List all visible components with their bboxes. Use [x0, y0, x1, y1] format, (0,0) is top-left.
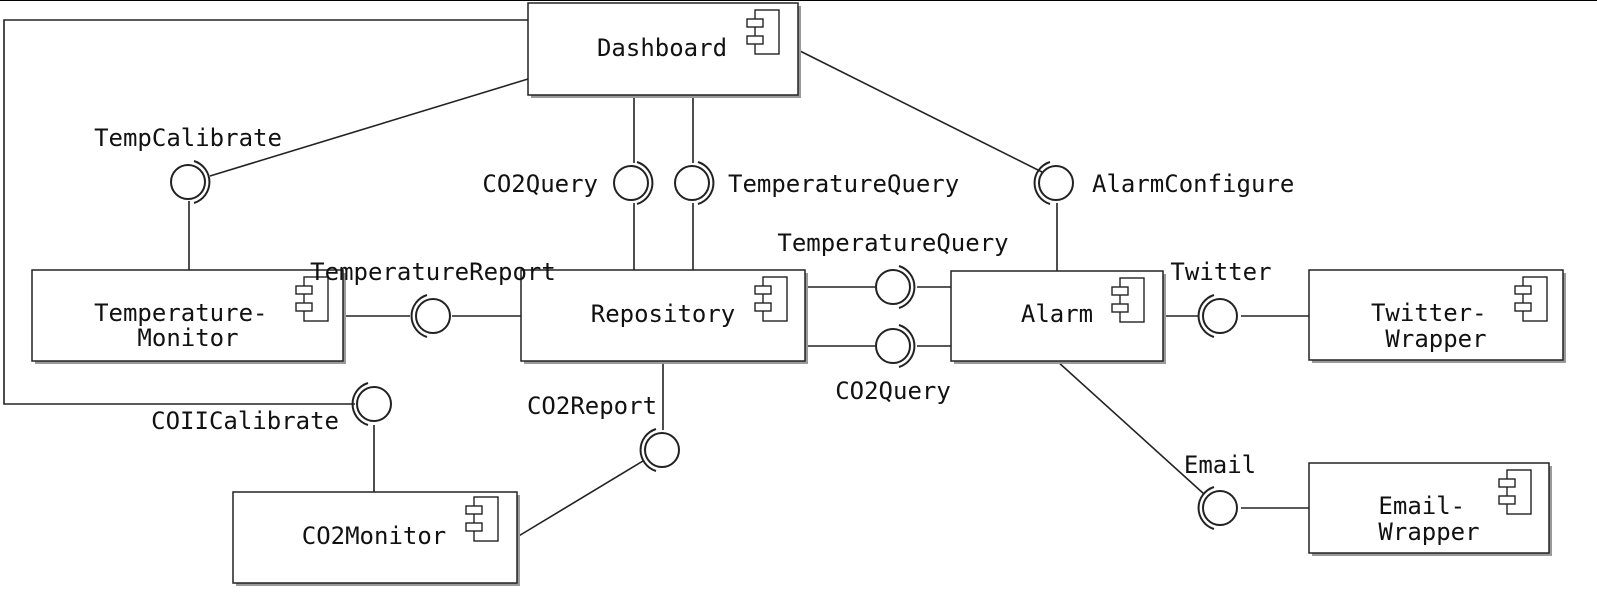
component-temperature-monitor-label: Temperature- Monitor — [94, 299, 282, 352]
temperature-query-alarm-interface — [875, 265, 916, 309]
label-co2-query-dashboard: CO2Query — [482, 170, 598, 198]
label-email: Email — [1184, 451, 1256, 479]
label-alarm-configure: AlarmConfigure — [1092, 170, 1294, 198]
temperature-report-interface — [410, 294, 451, 338]
component-icon — [754, 276, 788, 322]
label-twitter: Twitter — [1170, 258, 1271, 286]
label-co2-query-alarm: CO2Query — [835, 377, 951, 405]
label-line-1: Temperature- — [94, 299, 267, 327]
component-icon — [465, 496, 499, 542]
alarm-configure-interface — [1033, 161, 1074, 205]
label-coii-calibrate: COIICalibrate — [151, 407, 339, 435]
label-co2-report: CO2Report — [527, 392, 657, 420]
temperature-query-dashboard-interface — [674, 161, 715, 205]
label-temperature-query-alarm: TemperatureQuery — [777, 229, 1008, 257]
label-line-2: Monitor — [137, 324, 238, 352]
edge-dashboard-coiicalibrate — [3, 19, 528, 405]
component-alarm[interactable]: Alarm — [950, 270, 1166, 364]
edge-dashboard-alarmconfigure — [797, 49, 1043, 173]
component-co2-monitor-label: CO2Monitor — [302, 522, 447, 550]
edge-co2report-co2monitor — [516, 460, 644, 538]
edge-dashboard-tempcalibrate — [209, 78, 529, 177]
label-line-2: Wrapper — [1378, 518, 1479, 546]
label-temperature-report: TemperatureReport — [310, 258, 556, 286]
component-twitter-wrapper[interactable]: Twitter- Wrapper — [1308, 269, 1566, 363]
label-temp-calibrate: TempCalibrate — [94, 124, 282, 152]
component-repository[interactable]: Repository — [520, 269, 808, 364]
label-temperature-query-dashboard: TemperatureQuery — [728, 170, 959, 198]
component-icon — [295, 276, 329, 322]
temp-calibrate-interface — [170, 160, 211, 204]
component-temperature-monitor[interactable]: Temperature- Monitor — [31, 269, 346, 364]
top-border — [0, 0, 1597, 1]
component-email-wrapper-label: Email- Wrapper — [1378, 492, 1479, 546]
email-interface — [1197, 486, 1238, 530]
component-dashboard-label: Dashboard — [597, 34, 727, 62]
label-line-1: Email- — [1378, 492, 1465, 520]
component-alarm-label: Alarm — [1021, 300, 1093, 328]
interface-symbols — [170, 160, 1238, 530]
component-co2-monitor[interactable]: CO2Monitor — [232, 491, 520, 586]
co2-query-dashboard-interface — [613, 161, 654, 205]
component-twitter-wrapper-label: Twitter- Wrapper — [1371, 299, 1501, 353]
label-line-1: Twitter- — [1371, 299, 1487, 327]
co2-report-interface — [639, 428, 680, 472]
edge-alarm-email — [1056, 360, 1205, 495]
component-icon — [1514, 276, 1548, 322]
interface-labels: TempCalibrate CO2Query TemperatureQuery … — [94, 124, 1294, 479]
connector-lines — [3, 19, 1309, 538]
co2-query-alarm-interface — [875, 324, 916, 368]
component-icon — [746, 9, 780, 55]
component-email-wrapper[interactable]: Email- Wrapper — [1308, 462, 1552, 556]
component-icon — [1498, 469, 1532, 515]
component-icon — [1111, 277, 1145, 323]
twitter-interface — [1197, 294, 1238, 338]
component-repository-label: Repository — [591, 300, 736, 328]
component-dashboard[interactable]: Dashboard — [527, 2, 801, 98]
coii-calibrate-interface — [351, 382, 392, 426]
label-line-2: Wrapper — [1385, 325, 1486, 353]
